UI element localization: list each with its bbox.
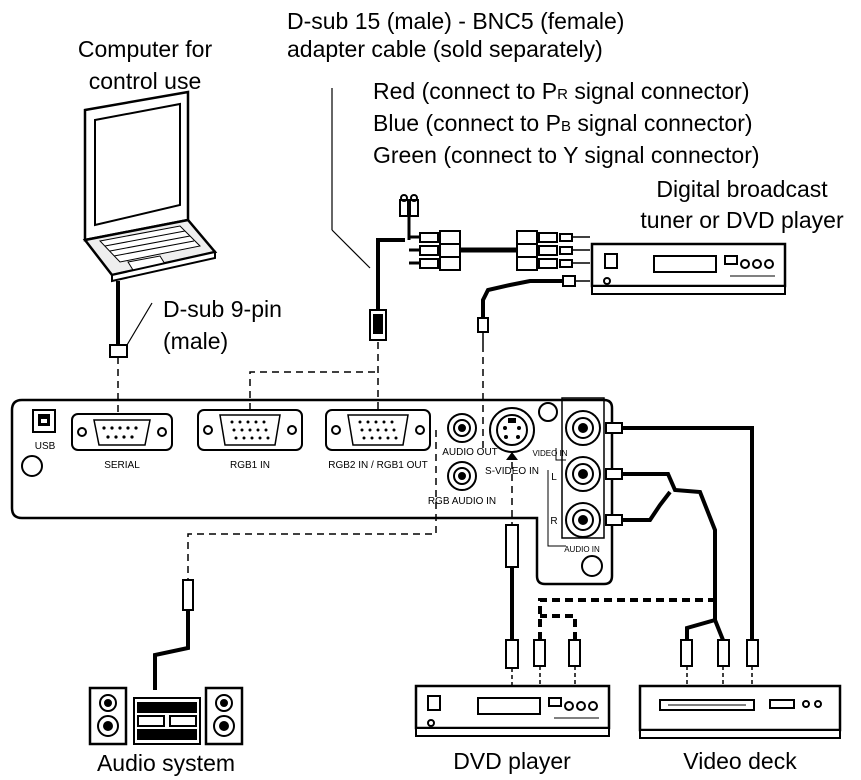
audio-system-icon bbox=[88, 686, 244, 746]
video-in-jack bbox=[565, 410, 601, 446]
computer-label-line-2: control use bbox=[88, 68, 202, 94]
cable-line-red: Red (connect to PR signal connector) bbox=[373, 78, 750, 104]
tuner-label-line-2: tuner or DVD player bbox=[640, 207, 844, 233]
tuner-device-icon bbox=[590, 242, 787, 295]
computer-label-line-1: Computer for bbox=[77, 36, 213, 62]
title-line-2: adapter cable (sold separately) bbox=[287, 36, 603, 62]
serial-port bbox=[71, 413, 173, 451]
rgb2-in-port bbox=[325, 409, 431, 451]
s-video-port bbox=[489, 407, 535, 460]
audio-in-label: AUDIO IN bbox=[564, 545, 600, 554]
dvd-player-label: DVD player bbox=[453, 748, 571, 774]
bnc-plugs-right bbox=[516, 230, 573, 271]
video-deck-icon bbox=[638, 684, 842, 739]
serial-label: SERIAL bbox=[104, 460, 140, 471]
rgb-audio-in-label: RGB AUDIO IN bbox=[428, 496, 496, 507]
tuner-label-line-1: Digital broadcast bbox=[656, 176, 828, 202]
audio-r-jack bbox=[565, 502, 601, 538]
rgb2-in-label: RGB2 IN / RGB1 OUT bbox=[328, 460, 427, 471]
dvd-player-icon bbox=[414, 684, 611, 737]
cable-line-green: Green (connect to Y signal connector) bbox=[373, 142, 760, 168]
dsub9-label-line-2: (male) bbox=[163, 328, 229, 354]
s-video-label: S-VIDEO IN bbox=[485, 466, 539, 477]
audio-system-label: Audio system bbox=[96, 750, 236, 776]
rgb1-in-label: RGB1 IN bbox=[230, 460, 270, 471]
audio-r-label: R bbox=[550, 516, 557, 527]
title-line-1: D-sub 15 (male) - BNC5 (female) bbox=[287, 8, 625, 34]
video-in-label: VIDEO IN bbox=[532, 449, 567, 458]
dsub9-label-line-1: D-sub 9-pin bbox=[163, 296, 282, 322]
audio-out-label: AUDIO OUT bbox=[442, 447, 498, 458]
audio-l-label: L bbox=[551, 472, 557, 483]
bnc-plugs-left bbox=[419, 230, 461, 271]
video-deck-label: Video deck bbox=[683, 748, 797, 774]
audio-l-jack bbox=[565, 456, 601, 492]
laptop-icon bbox=[82, 90, 218, 283]
usb-label: USB bbox=[35, 441, 56, 452]
cable-line-blue: Blue (connect to PB signal connector) bbox=[373, 110, 753, 136]
rgb1-in-port bbox=[197, 409, 303, 451]
